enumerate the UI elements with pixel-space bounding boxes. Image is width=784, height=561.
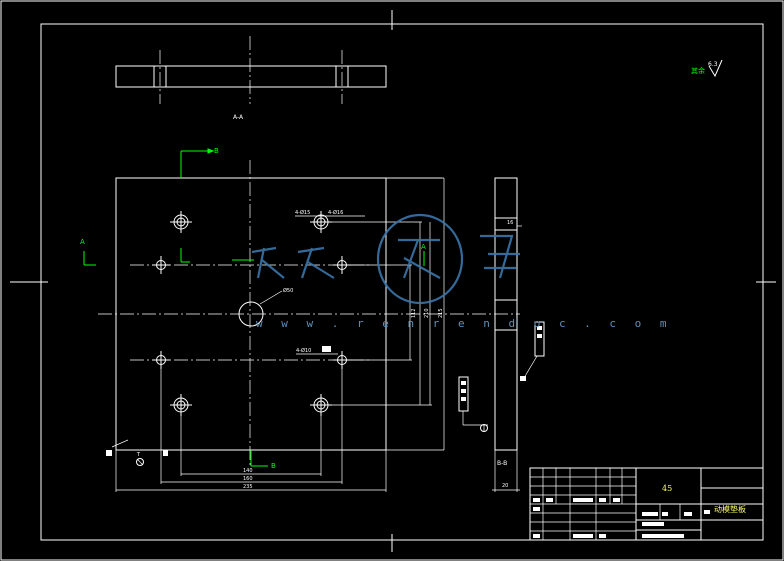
svg-text:6.3: 6.3 — [708, 61, 718, 68]
svg-text:其余: 其余 — [691, 66, 705, 75]
dim-235: 235 — [243, 484, 253, 490]
hole-large-tl — [170, 211, 192, 233]
dim-140: 140 — [243, 468, 253, 474]
section-arrow-a-left — [83, 251, 96, 266]
svg-text:w w w . r e n r e n d o c . c: w w w . r e n r e n d o c . c o m — [256, 317, 673, 330]
svg-text:T: T — [136, 452, 141, 458]
surface-finish-symbol: 其余 6.3 — [691, 59, 723, 78]
watermark-logo: w w w . r e n r e n d o c . c o m — [251, 213, 673, 330]
side-section-view — [492, 177, 522, 492]
tolerance-frames — [458, 321, 545, 432]
hole-center — [238, 301, 264, 327]
top-section-view — [115, 36, 387, 104]
arrow-b-top-label: B — [214, 147, 219, 155]
side-view-label: B-B — [497, 460, 507, 467]
hole-small-tl — [152, 256, 170, 274]
title-material: 45 — [662, 484, 672, 493]
callout-small-holes: 4-Ø10 — [296, 347, 311, 354]
dim-160: 160 — [243, 476, 253, 482]
arrow-a-right-label: A — [421, 243, 426, 251]
horizontal-dimensions — [115, 366, 387, 492]
dim-210: 210 — [424, 308, 430, 318]
vertical-dimensions — [328, 177, 442, 406]
datum-symbols: T — [106, 439, 168, 466]
drawing-frame — [40, 23, 764, 541]
arrow-a-left-label: A — [80, 238, 85, 246]
arrow-b-bottom-label: B — [271, 462, 276, 470]
section-arrow-mid — [180, 248, 254, 263]
dim-112: 112 — [411, 308, 417, 318]
callout-large-holes-b: 4-Ø16 — [328, 209, 343, 216]
dim-215: 215 — [438, 308, 444, 318]
hole-small-tr — [333, 256, 351, 274]
side-dim-top: 16 — [507, 220, 513, 226]
top-view-label: A-A — [233, 114, 244, 121]
title-part-name: 动模垫板 — [714, 504, 746, 514]
callout-large-holes: 4-Ø15 — [295, 209, 310, 216]
centering-marks — [10, 10, 776, 552]
callout-center-hole: Ø50 — [283, 287, 293, 294]
section-arrow-b-bottom — [250, 450, 268, 467]
section-arrow-b-top — [180, 148, 215, 178]
side-dim-bottom: 20 — [502, 483, 508, 489]
title-block — [529, 467, 764, 541]
